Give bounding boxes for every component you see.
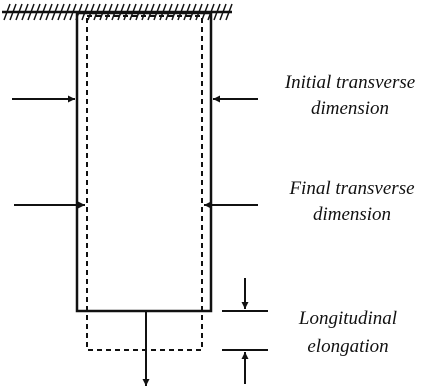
elongation-indicator — [222, 278, 268, 384]
elongation-label-line2: elongation — [307, 336, 388, 357]
initial-dimension-label-line2: dimension — [311, 98, 389, 119]
initial-dimension-label-line1: Initial transverse — [284, 72, 415, 93]
initial-bar-outline — [75, 11, 213, 313]
final-dimension-label-line2: dimension — [313, 204, 391, 225]
final-dimension-label-line1: Final transverse — [288, 178, 414, 199]
elongation-label-line1: Longitudinal — [298, 308, 397, 329]
deformed-bar-outline — [86, 15, 203, 351]
